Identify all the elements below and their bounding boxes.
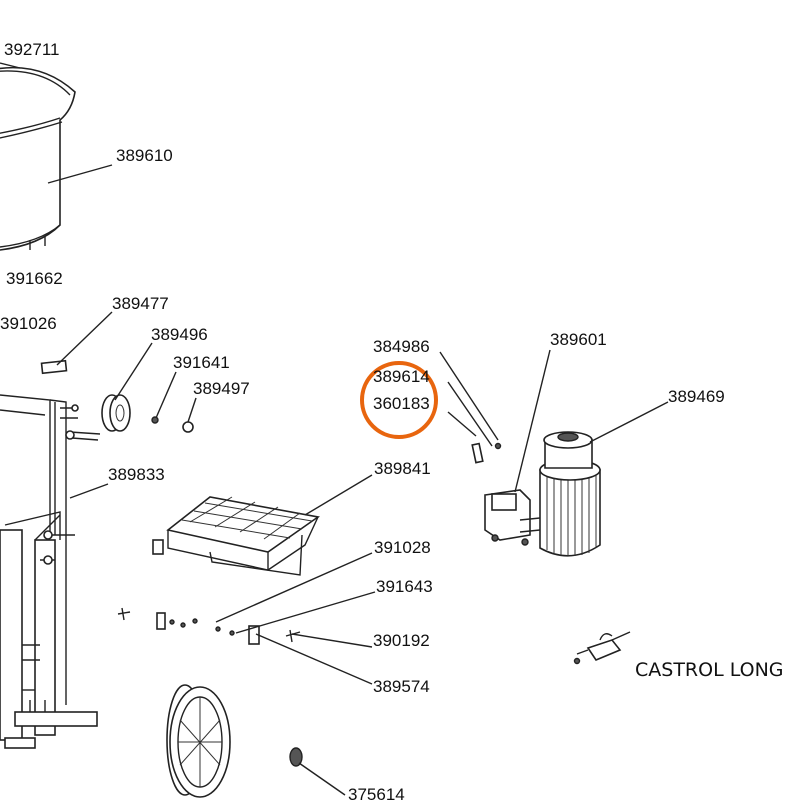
label-391028: 391028 xyxy=(374,538,431,557)
label-389574: 389574 xyxy=(373,677,430,696)
small-screw xyxy=(494,442,502,450)
pulley-wheel xyxy=(101,394,131,432)
label-390192: 390192 xyxy=(373,631,430,650)
hardware-bits xyxy=(117,607,301,645)
label-389601: 389601 xyxy=(550,330,607,349)
label-391641: 391641 xyxy=(173,353,230,372)
oil-can-icon xyxy=(573,631,631,665)
label-391026: 391026 xyxy=(0,314,57,333)
label-392711: 392711 xyxy=(4,40,59,59)
label-389477: 389477 xyxy=(112,294,169,313)
part-labels: 392711 389610 391662 391026 389477 38949… xyxy=(0,40,784,800)
mixer-drum xyxy=(0,66,76,251)
castrol-note: CASTROL LONG xyxy=(635,659,784,681)
label-391643: 391643 xyxy=(376,577,433,596)
switch-key xyxy=(471,442,484,464)
nut xyxy=(182,421,194,433)
label-389841: 389841 xyxy=(374,459,431,478)
motor xyxy=(484,431,601,557)
label-389469: 389469 xyxy=(668,387,725,406)
label-389497: 389497 xyxy=(193,379,250,398)
label-391662: 391662 xyxy=(6,269,63,288)
label-389496: 389496 xyxy=(151,325,208,344)
label-389610: 389610 xyxy=(116,146,173,165)
label-384986: 384986 xyxy=(373,337,430,356)
pad-plate xyxy=(40,359,68,375)
mixer-frame xyxy=(0,394,101,749)
hub-cap xyxy=(289,747,303,767)
label-389833: 389833 xyxy=(108,465,165,484)
wheel xyxy=(166,684,231,798)
small-washer xyxy=(151,416,159,424)
label-389614: 389614 xyxy=(373,367,430,386)
label-360183: 360183 xyxy=(373,394,430,413)
tray-grate xyxy=(152,496,321,576)
leader-lines xyxy=(0,62,669,796)
label-375614: 375614 xyxy=(348,785,405,800)
highlight-circle xyxy=(360,361,438,439)
